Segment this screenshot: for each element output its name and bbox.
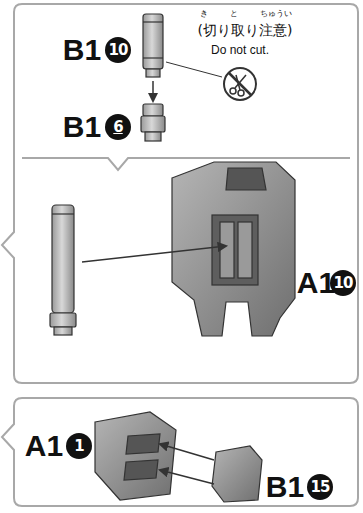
furigana: ちゅうい: [260, 8, 292, 19]
assembly-arrow: [160, 444, 214, 460]
furigana: と: [230, 8, 238, 19]
part-label: B1: [266, 472, 304, 502]
callout-number: 10: [330, 270, 356, 296]
assembly-arrow: [82, 246, 226, 262]
assembly-arrow: [152, 81, 154, 101]
callout-number: 15: [307, 474, 333, 500]
callout-number: 1: [66, 433, 92, 459]
instruction-panel: [2, 398, 358, 506]
no-cut-symbol: [224, 68, 256, 100]
caution-note: (切り取り注意): [198, 22, 293, 40]
caution-note: Do not cut.: [211, 43, 269, 57]
instruction-panel: [2, 4, 358, 383]
assembly-arrow: [160, 470, 214, 484]
section-divider: [22, 158, 350, 170]
part-b1-15: [212, 446, 262, 502]
leader-line: [166, 62, 222, 77]
part-a1-10: [172, 162, 295, 336]
part-label: B1: [63, 35, 101, 65]
callout-number: 10: [105, 37, 131, 63]
assembled-pin: [50, 205, 76, 335]
part-label: B1: [63, 112, 101, 142]
furigana: き: [200, 8, 208, 19]
part-b1-10: [143, 14, 163, 77]
part-a1-1: [95, 412, 176, 500]
part-b1-6: [141, 104, 165, 141]
part-label: A1: [25, 431, 63, 461]
callout-number: 6: [105, 114, 131, 140]
